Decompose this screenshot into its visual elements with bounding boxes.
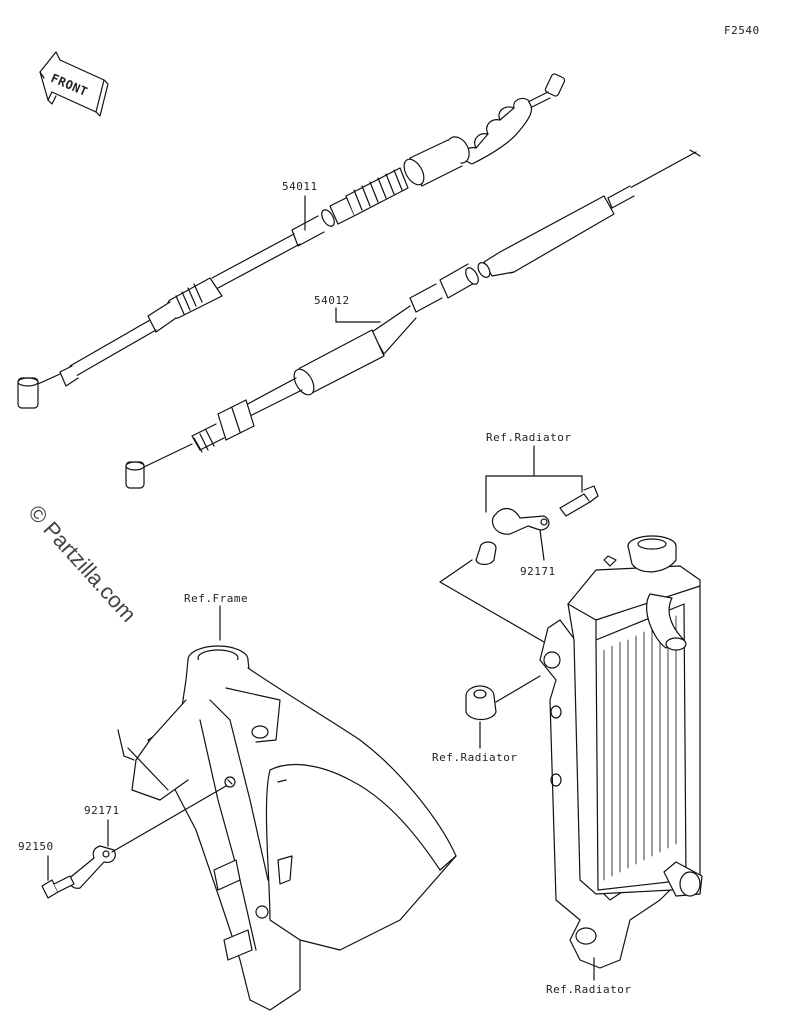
front-arrow-icon <box>40 52 108 116</box>
frame-clamp-lower <box>42 786 226 898</box>
ref-radiator-grommet-label: Ref.Radiator <box>432 751 518 764</box>
ref-radiator-top-label: Ref.Radiator <box>486 431 572 444</box>
part-label-92150: 92150 <box>18 840 54 853</box>
frame <box>118 646 456 1010</box>
part-label-54012: 54012 <box>314 294 350 307</box>
part-label-92171-upper: 92171 <box>520 565 556 578</box>
leader-54012 <box>336 308 380 322</box>
part-label-54011: 54011 <box>282 180 318 193</box>
ref-frame-label: Ref.Frame <box>184 592 249 605</box>
clutch-cable-54011 <box>18 73 566 408</box>
throttle-cable-54012 <box>126 150 700 488</box>
part-label-92171-lower: 92171 <box>84 804 120 817</box>
ref-radiator-bottom-label: Ref.Radiator <box>546 983 632 996</box>
radiator <box>540 536 702 968</box>
figure-code: F2540 <box>724 24 760 37</box>
radiator-clamp-upper <box>440 446 598 648</box>
radiator-grommet <box>466 676 540 748</box>
